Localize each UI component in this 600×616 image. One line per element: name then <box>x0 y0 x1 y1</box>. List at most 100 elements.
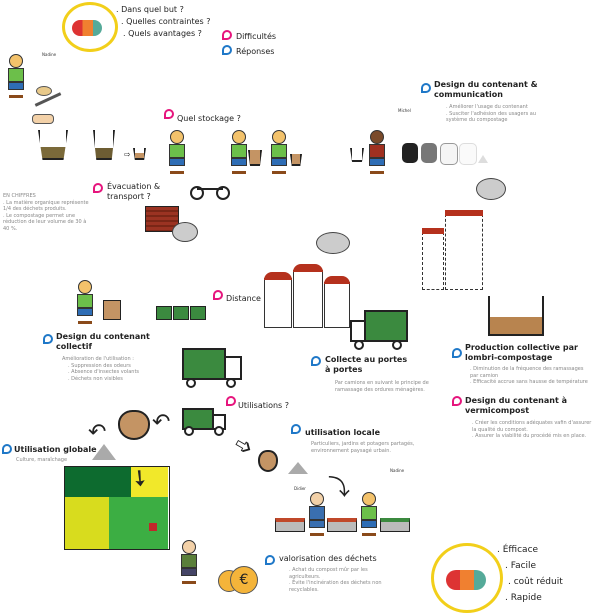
compost-bin-icon <box>290 154 302 166</box>
nadine-label: Nadine <box>42 52 57 57</box>
compost-bin-icon <box>248 150 262 166</box>
globale-title: Utilisation globale <box>14 445 97 454</box>
collecte-title: Collecte au portes à portes <box>325 355 408 374</box>
compost-sack-icon <box>103 300 121 320</box>
valorisation-title: valorisation des déchets <box>279 554 377 563</box>
difficulty-bubble-icon <box>452 396 462 406</box>
vermicompost-container-icon <box>488 296 544 336</box>
text-line: . Suppression des odeurs <box>68 362 131 369</box>
curved-arrow-icon: ⤵ <box>328 476 351 501</box>
person-figure <box>76 280 94 324</box>
text-line: . Achat du compost mûr par les agriculte… <box>289 567 368 580</box>
roof <box>445 210 483 216</box>
answer-bubble-icon <box>291 424 301 434</box>
answer-bubble-icon <box>2 444 12 454</box>
step-stockage: Quel stockage ? <box>177 114 241 123</box>
lombri-building-icon <box>445 214 483 290</box>
potatoes-icon <box>36 86 52 96</box>
step-evacuation: Évacuation & transport ? <box>107 182 161 201</box>
compost-pile-icon <box>288 462 308 474</box>
small-bin-icon <box>133 148 146 160</box>
stats-line: . La matière organique représente 1/4 de… <box>3 199 89 213</box>
container-icon <box>350 148 364 162</box>
question-advantages: . Quels avantages ? <box>123 29 202 38</box>
vegetables-icon <box>72 20 102 36</box>
benefits-list: . Éfficace . Facile . coût réduit . Rapi… <box>497 542 563 606</box>
curved-arrow-icon: ↶ <box>88 420 107 445</box>
smoke-cloud-icon <box>476 178 506 200</box>
legend-answers: Réponses <box>236 47 275 56</box>
hand-icon <box>32 114 54 124</box>
answer-bubble-icon <box>265 555 275 565</box>
bicycle-icon <box>190 180 232 200</box>
collecte-text: Par camions en suivant le principe de ra… <box>335 380 429 393</box>
truck-icon <box>182 408 226 436</box>
text-line: . Déchets non visibles <box>68 375 123 382</box>
text-line: . Efficacité accrue sans hausse de tempé… <box>470 379 588 385</box>
design-collectif-text: Amélioration de l'utilisation : . Suppre… <box>62 356 162 382</box>
stats-block: EN CHIFFRES . La matière organique repré… <box>3 193 93 232</box>
vermicompost-text: . Créer les conditions adéquates vafin d… <box>472 420 592 440</box>
fields-icon <box>64 466 170 550</box>
smoke-cloud-icon <box>316 232 350 254</box>
nadine-figure <box>7 54 25 98</box>
nadine-figure <box>360 492 378 536</box>
vegetables-icon <box>446 570 486 590</box>
step-distance: Distance ? <box>226 294 268 303</box>
design-collectif-title: Design du contenant collectif <box>56 332 150 351</box>
intro-questions: . Dans quel but ? . Quelles contraintes … <box>116 4 210 40</box>
text-line: . Susciter l'adhésion des usagers au sys… <box>446 110 537 124</box>
globale-text: Culture, maraîchage <box>16 457 68 463</box>
question-constraints: . Quelles contraintes ? <box>121 17 211 26</box>
roof <box>422 228 444 234</box>
text-line: . Diminution de la fréquence des ramassa… <box>470 366 584 379</box>
design-comm-title: Design du contenant & communication <box>434 80 538 99</box>
stats-title: EN CHIFFRES <box>3 193 36 199</box>
compost-bag-icon <box>258 450 278 472</box>
michel-label: Michel <box>398 108 411 113</box>
text-line: . Créer les conditions adéquates vafin d… <box>472 420 592 433</box>
benefit-item: . Rapide <box>505 593 542 603</box>
collection-truck-icon <box>350 310 408 350</box>
text-line: Amélioration de l'utilisation : <box>62 356 134 362</box>
didier-figure <box>308 492 326 536</box>
text-line: . Assurer la viabilité du procédé mis en… <box>472 433 587 439</box>
farmer-figure <box>180 540 198 584</box>
answer-bubble-icon <box>222 45 232 55</box>
text-line: . Évite l'incinération des déchets non r… <box>289 580 382 593</box>
difficulty-bubble-icon <box>93 183 103 193</box>
person-figure <box>230 130 248 174</box>
locale-title: utilisation locale <box>305 428 380 437</box>
text-line: . Absence d'insectes volants <box>68 369 140 375</box>
benefit-item: . Éfficace <box>497 545 539 555</box>
smell-cloud-icon <box>172 222 198 242</box>
michel-figure <box>368 130 386 174</box>
difficulty-bubble-icon <box>164 109 174 119</box>
compost-bag-icon <box>118 410 150 440</box>
kitchen-bin-icon <box>38 130 68 160</box>
nadine-label: Nadine <box>390 468 405 473</box>
arrow-right-icon: ⇨ <box>124 150 131 159</box>
roof <box>293 264 323 272</box>
legend-difficulties: Difficultés <box>236 32 277 41</box>
answer-bubble-icon <box>43 334 53 344</box>
valorisation-text: . Achat du compost mûr par les agriculte… <box>289 567 399 593</box>
answer-bubble-icon <box>421 83 431 93</box>
person-figure <box>168 130 186 174</box>
text-line: . Améliorer l'usage du contenant <box>446 104 528 110</box>
locale-text: Particuliers, jardins et potagers partag… <box>311 441 415 454</box>
benefit-item: . coût réduit <box>508 577 563 587</box>
question-purpose: . Dans quel but ? <box>116 5 184 14</box>
lombri-title: Production collective par lombri-compost… <box>465 343 578 362</box>
stats-line: . Le compostage permet une réduction de … <box>3 212 87 232</box>
arrow-icon: ➩ <box>229 431 258 463</box>
roof <box>264 272 292 280</box>
roof <box>324 276 350 284</box>
difficulty-bubble-icon <box>222 30 232 40</box>
vermicompost-title: Design du contenant à vermicompost <box>465 396 567 415</box>
answer-bubble-icon <box>452 348 462 358</box>
curved-arrow-icon: ↶ <box>152 410 171 435</box>
didier-label: Didier <box>294 486 306 491</box>
building-icon <box>324 282 350 328</box>
